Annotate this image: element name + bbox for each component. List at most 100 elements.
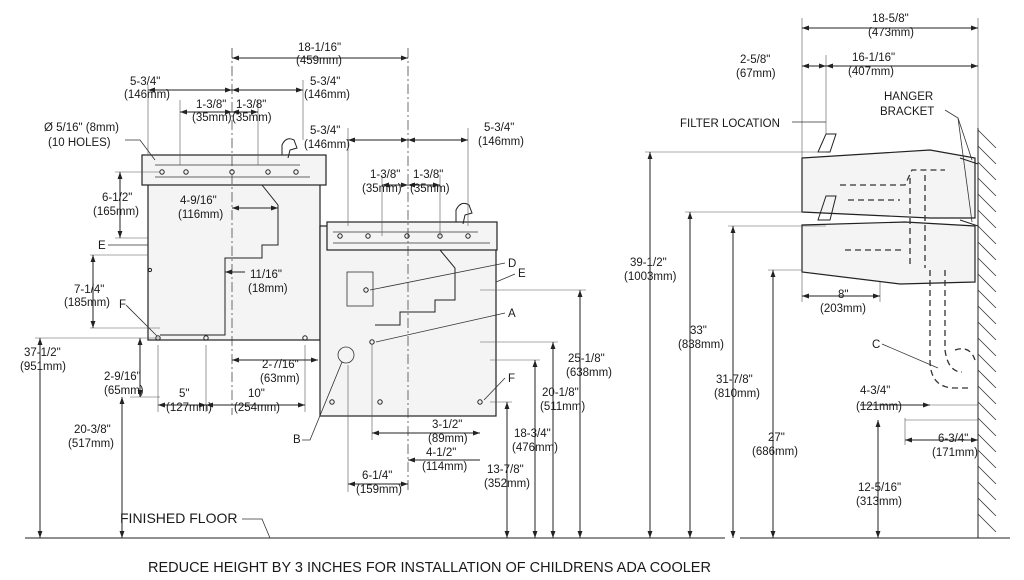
svg-text:6-3/4": 6-3/4" bbox=[938, 433, 968, 445]
upper-bubbler-icon bbox=[281, 138, 298, 159]
svg-text:16-1/16": 16-1/16" bbox=[852, 52, 895, 64]
svg-text:(116mm): (116mm) bbox=[178, 209, 223, 221]
svg-text:20-1/8": 20-1/8" bbox=[542, 387, 579, 399]
callout-e-right: E bbox=[518, 268, 526, 280]
side-upper-cabinet bbox=[801, 149, 976, 219]
callout-c: C bbox=[872, 339, 880, 351]
wall-hatch bbox=[977, 129, 997, 533]
callout-f-left: F bbox=[119, 299, 126, 311]
svg-text:(407mm): (407mm) bbox=[848, 66, 894, 78]
callout-e-left: E bbox=[98, 240, 106, 252]
svg-text:(254mm): (254mm) bbox=[234, 402, 280, 414]
side-lower-bubbler-icon bbox=[817, 195, 837, 221]
svg-text:(517mm): (517mm) bbox=[68, 438, 114, 450]
svg-text:(951mm): (951mm) bbox=[20, 361, 66, 373]
svg-text:(146mm): (146mm) bbox=[478, 136, 524, 148]
svg-text:(10 HOLES): (10 HOLES) bbox=[48, 137, 111, 149]
upper-unit-body bbox=[147, 159, 321, 341]
svg-text:5": 5" bbox=[179, 388, 189, 400]
svg-text:1-3/8": 1-3/8" bbox=[196, 99, 226, 111]
svg-text:(35mm): (35mm) bbox=[410, 183, 450, 195]
svg-text:3-1/2": 3-1/2" bbox=[432, 419, 462, 431]
svg-text:25-1/8": 25-1/8" bbox=[568, 353, 605, 365]
svg-text:33": 33" bbox=[690, 325, 707, 337]
svg-text:(146mm): (146mm) bbox=[124, 89, 170, 101]
side-view bbox=[801, 128, 997, 538]
dim-18-1-16: 18-1/16" bbox=[298, 42, 341, 54]
front-dimensions: 18-1/16" (459mm) 5-3/4" (146mm) 1-3/8" (… bbox=[20, 42, 612, 538]
svg-text:(686mm): (686mm) bbox=[752, 446, 798, 458]
svg-text:(838mm): (838mm) bbox=[678, 339, 724, 351]
svg-text:1-3/8": 1-3/8" bbox=[370, 169, 400, 181]
lower-bubbler-icon bbox=[455, 202, 473, 225]
svg-text:(473mm): (473mm) bbox=[868, 27, 914, 39]
svg-text:6-1/4": 6-1/4" bbox=[362, 470, 392, 482]
svg-text:(35mm): (35mm) bbox=[192, 112, 232, 124]
svg-text:(63mm): (63mm) bbox=[260, 373, 300, 385]
finished-floor: FINISHED FLOOR bbox=[25, 510, 1010, 539]
svg-text:(313mm): (313mm) bbox=[856, 496, 902, 508]
dim-18-5-8: 18-5/8" bbox=[872, 13, 909, 25]
svg-text:27": 27" bbox=[768, 432, 785, 444]
svg-text:(511mm): (511mm) bbox=[540, 401, 585, 413]
svg-text:7-1/4": 7-1/4" bbox=[74, 284, 104, 296]
lower-unit-basin bbox=[326, 221, 498, 251]
svg-text:12-5/16": 12-5/16" bbox=[858, 482, 901, 494]
callout-d: D bbox=[508, 258, 516, 270]
svg-text:BRACKET: BRACKET bbox=[880, 106, 934, 118]
svg-text:(810mm): (810mm) bbox=[714, 388, 760, 400]
lower-unit-front-view bbox=[319, 202, 498, 417]
svg-text:(1003mm): (1003mm) bbox=[624, 271, 677, 283]
callout-b: B bbox=[293, 434, 301, 446]
svg-text:6-1/2": 6-1/2" bbox=[102, 192, 132, 204]
callout-a: A bbox=[508, 308, 516, 320]
svg-text:(89mm): (89mm) bbox=[428, 433, 468, 445]
hanger-bracket-label: HANGER bbox=[884, 91, 933, 103]
svg-text:11/16": 11/16" bbox=[250, 269, 282, 281]
svg-text:5-3/4": 5-3/4" bbox=[310, 125, 340, 137]
svg-text:1-3/8": 1-3/8" bbox=[236, 99, 266, 111]
side-lower-cabinet bbox=[801, 221, 976, 285]
svg-text:20-3/8": 20-3/8" bbox=[74, 424, 111, 436]
side-upper-bubbler-icon bbox=[817, 133, 837, 153]
svg-text:(203mm): (203mm) bbox=[820, 303, 866, 315]
svg-text:5-3/4": 5-3/4" bbox=[130, 76, 160, 88]
svg-text:18-3/4": 18-3/4" bbox=[514, 428, 551, 440]
callout-f-right: F bbox=[508, 373, 515, 385]
svg-text:37-1/2": 37-1/2" bbox=[24, 347, 61, 359]
svg-text:(65mm): (65mm) bbox=[104, 385, 144, 397]
svg-text:(35mm): (35mm) bbox=[232, 112, 272, 124]
footer-note: REDUCE HEIGHT BY 3 INCHES FOR INSTALLATI… bbox=[148, 560, 711, 576]
svg-text:5-3/4": 5-3/4" bbox=[484, 122, 514, 134]
svg-text:(476mm): (476mm) bbox=[512, 442, 558, 454]
filter-location-label: FILTER LOCATION bbox=[680, 118, 780, 130]
svg-text:8": 8" bbox=[838, 289, 848, 301]
svg-text:(35mm): (35mm) bbox=[362, 183, 402, 195]
svg-text:2-7/16": 2-7/16" bbox=[262, 359, 299, 371]
svg-text:39-1/2": 39-1/2" bbox=[630, 257, 667, 269]
svg-text:4-3/4": 4-3/4" bbox=[860, 385, 890, 397]
svg-text:(165mm): (165mm) bbox=[93, 206, 139, 218]
svg-text:(67mm): (67mm) bbox=[736, 68, 776, 80]
svg-text:(121mm): (121mm) bbox=[856, 401, 902, 413]
svg-text:(146mm): (146mm) bbox=[304, 139, 350, 151]
svg-text:(127mm): (127mm) bbox=[166, 402, 212, 414]
holes-label: Ø 5/16" (8mm) bbox=[44, 122, 119, 134]
svg-text:(114mm): (114mm) bbox=[422, 461, 467, 473]
svg-text:(18mm): (18mm) bbox=[248, 283, 288, 295]
drain-opening bbox=[337, 346, 355, 364]
svg-text:1-3/8": 1-3/8" bbox=[413, 169, 443, 181]
svg-text:2-5/8": 2-5/8" bbox=[740, 54, 770, 66]
dashed-plumbing bbox=[840, 169, 976, 389]
svg-text:(185mm): (185mm) bbox=[64, 297, 110, 309]
svg-text:(352mm): (352mm) bbox=[484, 478, 530, 490]
svg-text:(146mm): (146mm) bbox=[304, 89, 350, 101]
floor-label: FINISHED FLOOR bbox=[120, 510, 237, 526]
svg-text:(638mm): (638mm) bbox=[566, 367, 612, 379]
upper-unit-basin bbox=[141, 154, 327, 186]
centerlines bbox=[231, 48, 409, 490]
side-dimensions: 18-5/8" (473mm) 2-5/8" (67mm) 16-1/16" (… bbox=[624, 13, 979, 538]
svg-text:(459mm): (459mm) bbox=[296, 55, 342, 67]
svg-text:(171mm): (171mm) bbox=[932, 447, 978, 459]
